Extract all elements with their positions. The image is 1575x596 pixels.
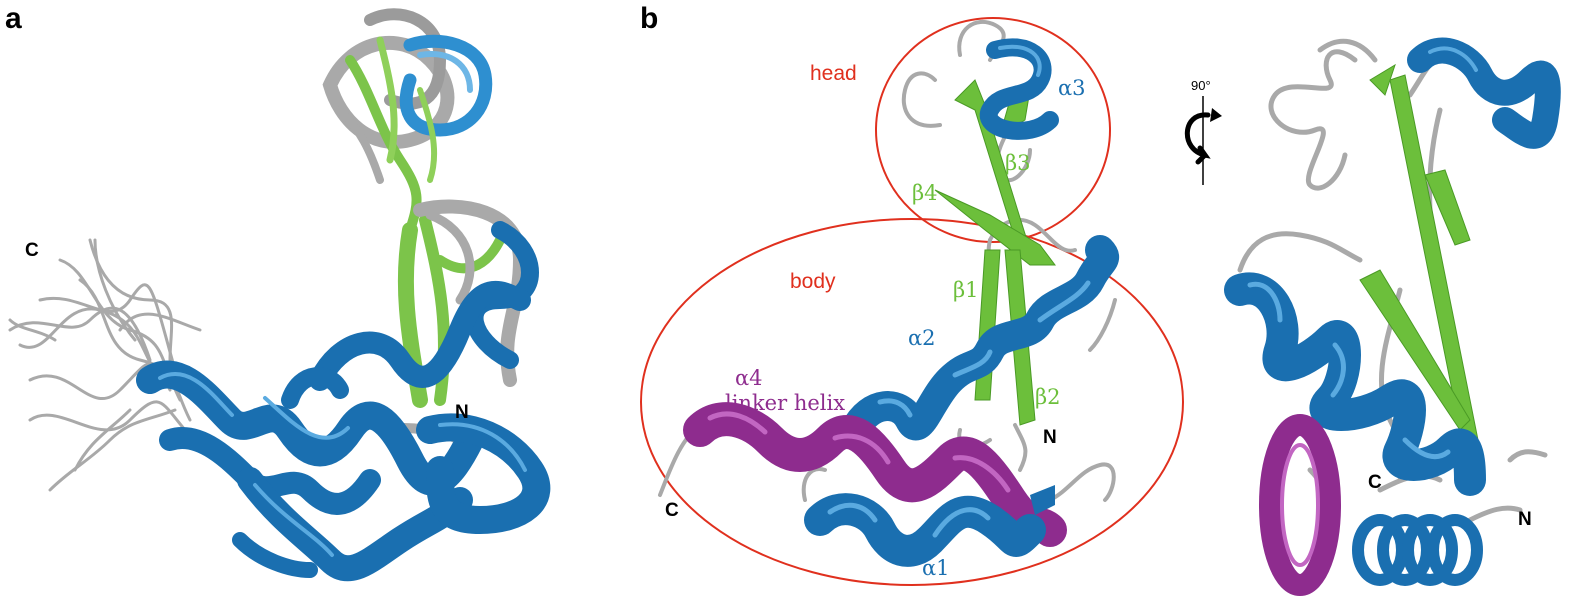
- body-region-label: body: [790, 270, 836, 293]
- panel-b-n-terminus-label: N: [1043, 427, 1057, 448]
- alpha4-highlights: [707, 411, 1011, 493]
- alpha4-linker-helix: [683, 402, 1067, 547]
- panel-b-letter: b: [640, 2, 658, 35]
- panel-a-letter: a: [5, 2, 22, 35]
- panel-a-c-terminus-label: C: [25, 240, 39, 261]
- rotated-strand-3: [1359, 269, 1471, 431]
- panel-a: a: [5, 2, 551, 582]
- rotated-strand-2: [1424, 169, 1471, 246]
- beta2-label: β2: [1035, 385, 1061, 409]
- rotated-c-terminus-label: C: [1368, 472, 1382, 493]
- body-region-outline: [640, 218, 1184, 586]
- alpha2-label: α2: [908, 326, 936, 350]
- alpha4-label: α4: [735, 366, 763, 390]
- panel-a-c-terminal-loops: [8, 238, 202, 492]
- beta3-label: β3: [1005, 151, 1031, 175]
- beta4-lower-strand: [934, 189, 1056, 266]
- rotated-strands: [1359, 63, 1481, 456]
- head-region-outline: [875, 17, 1111, 243]
- panel-a-helix-lower: [136, 360, 551, 582]
- rotated-n-terminus-label: N: [1518, 509, 1532, 530]
- rotated-strand-tip: [1369, 63, 1396, 96]
- panel-a-head-bundle: [322, 8, 493, 235]
- rotated-helix-long: [1224, 272, 1486, 496]
- alpha2-highlights: [877, 280, 1091, 418]
- panel-rotated: 90°: [1184, 37, 1561, 596]
- rotation-arrow-icon: [1184, 96, 1222, 185]
- rotation-angle-label: 90°: [1191, 78, 1211, 93]
- panel-b: b: [640, 2, 1184, 586]
- beta4-label: β4: [912, 181, 938, 205]
- beta1-label: β1: [953, 278, 979, 302]
- alpha1-label: α1: [922, 556, 950, 580]
- alpha3-label: α3: [1058, 76, 1086, 100]
- panel-a-helix-highlights: [158, 372, 527, 557]
- panel-a-helix-upper: [281, 221, 539, 409]
- rotated-helix-long-highlights: [1247, 281, 1451, 460]
- panel-a-n-terminus-label: N: [455, 402, 469, 423]
- head-region-label: head: [810, 62, 857, 85]
- alpha1-helix: [804, 485, 1055, 567]
- alpha1-highlights: [827, 502, 991, 538]
- rotated-helix-top: [1407, 37, 1561, 149]
- linker-helix-label: linker helix: [725, 391, 845, 415]
- alpha3-helix: [979, 38, 1059, 140]
- panel-b-c-terminus-label: C: [665, 500, 679, 521]
- rotated-purple-helix: [1259, 414, 1341, 596]
- rotated-blue-helix-coil: [1352, 514, 1483, 586]
